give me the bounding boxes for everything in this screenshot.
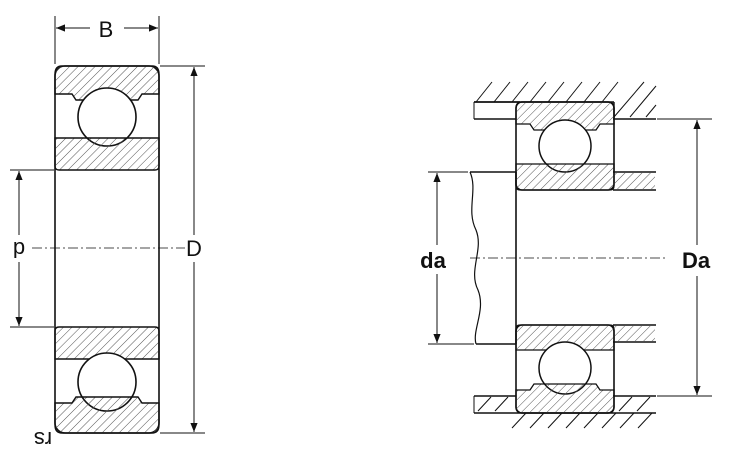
- bottom-inner-ring: [54, 326, 160, 360]
- shaft-shoulder-top: [613, 171, 656, 191]
- label-chamfer: rs: [34, 427, 52, 452]
- label-bore: d: [13, 237, 25, 262]
- right-bearing-bottom: [515, 324, 615, 414]
- bottom-outer-ring: [54, 396, 160, 434]
- left-section-view: B D d rs: [10, 16, 205, 452]
- label-abutment-outer: Da: [682, 248, 711, 273]
- housing-bottom: [473, 395, 656, 429]
- shaft-shoulder-bottom: [613, 324, 656, 343]
- top-inner-ring: [54, 137, 160, 171]
- right-mounting-view: da Da: [420, 81, 712, 429]
- label-abutment-bore: da: [420, 248, 446, 273]
- right-bearing-top: [515, 101, 615, 191]
- label-outer-diameter: D: [186, 236, 202, 261]
- top-outer-ring: [54, 65, 160, 101]
- shaft-break-line: [469, 171, 482, 345]
- label-width: B: [99, 17, 114, 42]
